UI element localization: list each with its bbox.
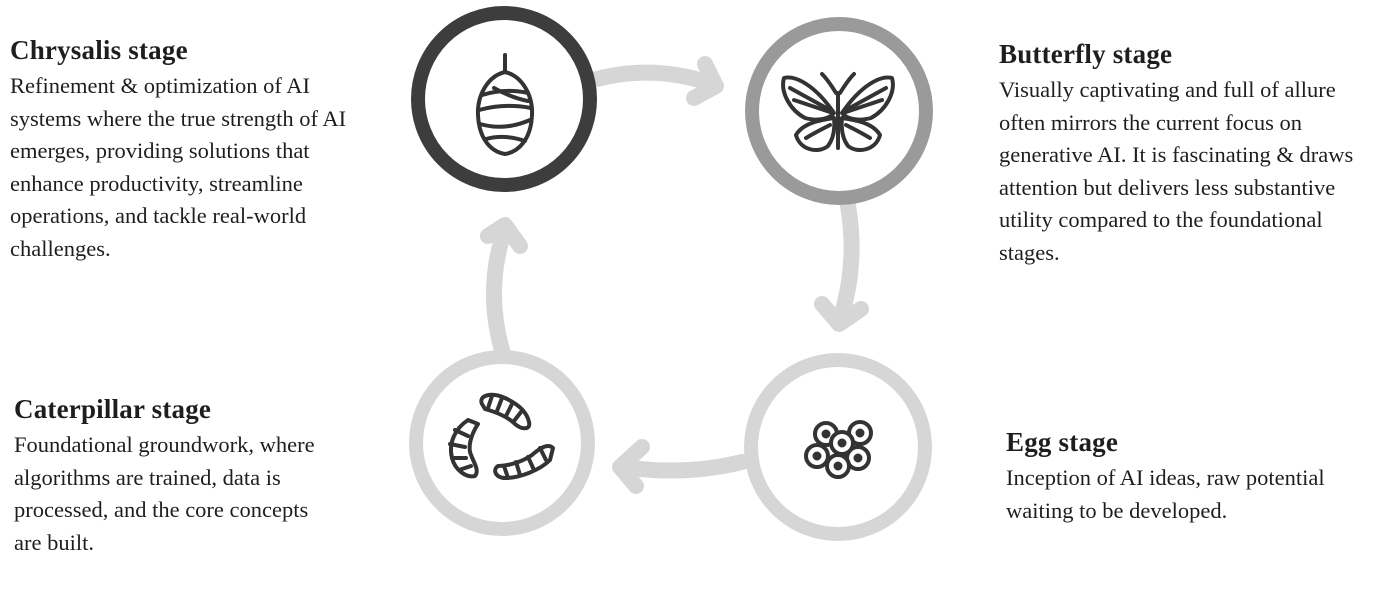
caterpillar-stage-title: Caterpillar stage bbox=[14, 394, 212, 424]
egg-stage-block: Egg stage Inception of AI ideas, raw pot… bbox=[1006, 426, 1336, 527]
butterfly-stage-block: Butterfly stage Visually captivating and… bbox=[999, 38, 1369, 269]
caterpillar-stage-block: Caterpillar stage Foundational groundwor… bbox=[14, 393, 334, 559]
chrysalis-stage-block: Chrysalis stage Refinement & optimizatio… bbox=[10, 34, 380, 265]
chrysalis-stage-title: Chrysalis stage bbox=[10, 35, 188, 65]
chrysalis-icon bbox=[475, 53, 535, 156]
chrysalis-ring bbox=[411, 6, 597, 192]
caterpillar-icon bbox=[448, 392, 555, 480]
arrow-butterfly-to-egg bbox=[814, 198, 869, 332]
arrow-caterpillar-to-chrysalis bbox=[480, 217, 528, 358]
chrysalis-stage-description: Refinement & optimization of AI systems … bbox=[10, 73, 347, 261]
butterfly-stage-title: Butterfly stage bbox=[999, 39, 1173, 69]
egg-stage-title: Egg stage bbox=[1006, 427, 1119, 457]
butterfly-icon bbox=[781, 72, 895, 152]
arrow-chrysalis-to-butterfly bbox=[589, 56, 724, 106]
caterpillar-stage-description: Foundational groundwork, where algorithm… bbox=[14, 432, 315, 555]
butterfly-stage-description: Visually captivating and full of allure … bbox=[999, 77, 1354, 265]
eggs-icon bbox=[804, 420, 873, 479]
caterpillar-ring bbox=[409, 350, 595, 536]
arrow-egg-to-caterpillar bbox=[612, 439, 750, 494]
egg-stage-description: Inception of AI ideas, raw potential wai… bbox=[1006, 465, 1325, 523]
